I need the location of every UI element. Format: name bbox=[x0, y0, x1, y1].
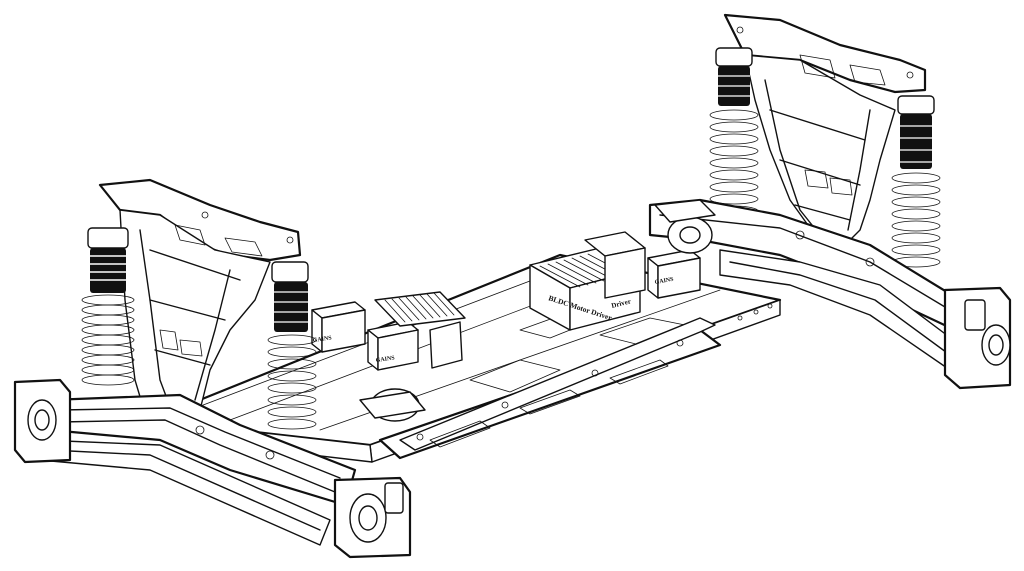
front-right-shock bbox=[267, 261, 317, 430]
connector-block-left bbox=[374, 291, 466, 369]
rear-left-shock bbox=[709, 47, 759, 217]
gains-module-3: GAINS bbox=[647, 249, 701, 299]
front-right-hub bbox=[333, 476, 412, 559]
front-left-shock bbox=[81, 227, 135, 386]
gains-label-1: GAINS bbox=[312, 335, 332, 344]
rear-right-shock bbox=[891, 95, 941, 268]
front-left-hub bbox=[13, 378, 72, 464]
rear-gearbox bbox=[654, 199, 716, 254]
rear-front-hub bbox=[943, 286, 1012, 390]
front-lower-arms bbox=[39, 393, 357, 546]
gains-module-1: GAINS bbox=[311, 301, 366, 353]
rear-shock-tower bbox=[723, 13, 927, 246]
front-shock-tower bbox=[98, 178, 302, 441]
front-gearbox bbox=[359, 388, 426, 422]
gains-module-2: GAINS bbox=[367, 321, 419, 371]
side-rail bbox=[378, 317, 722, 460]
motor-driver-box-rear bbox=[584, 231, 646, 299]
gains-label-2: GAINS bbox=[375, 355, 395, 364]
gains-label-3: GAINS bbox=[654, 277, 674, 286]
